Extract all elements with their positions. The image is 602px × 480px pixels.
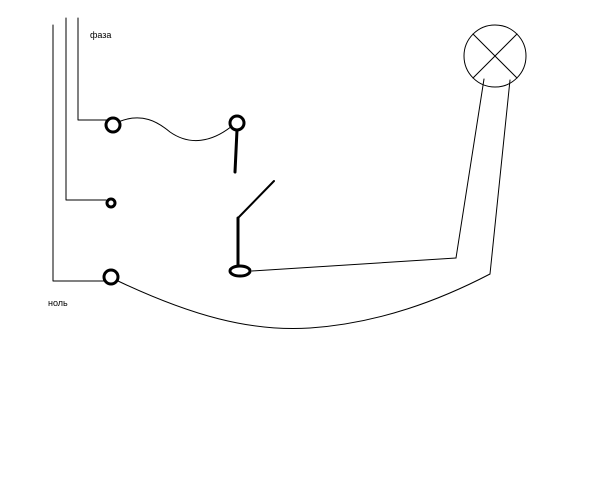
terminal-middle bbox=[105, 197, 117, 209]
terminal-switch-bottom bbox=[228, 264, 252, 278]
terminal-neutral bbox=[102, 268, 120, 286]
switch-blade bbox=[237, 180, 275, 219]
supply-wire-neutral bbox=[52, 24, 105, 282]
lamp-x-icon bbox=[463, 24, 527, 88]
phase-label: фаза bbox=[90, 30, 112, 40]
supply-wire-middle bbox=[65, 17, 107, 201]
terminal-phase bbox=[104, 116, 122, 134]
wire-switch-to-lamp bbox=[251, 257, 457, 272]
terminal-switch-top bbox=[228, 114, 246, 132]
switch-contact-fixed bbox=[233, 128, 239, 174]
wire-neutral-to-lamp bbox=[117, 273, 491, 330]
supply-wire-phase bbox=[77, 17, 109, 121]
lamp-lead-left bbox=[455, 78, 485, 259]
wire-phase-to-switch bbox=[117, 117, 233, 142]
lamp-lead-right bbox=[489, 79, 511, 275]
neutral-label: ноль bbox=[48, 298, 68, 308]
